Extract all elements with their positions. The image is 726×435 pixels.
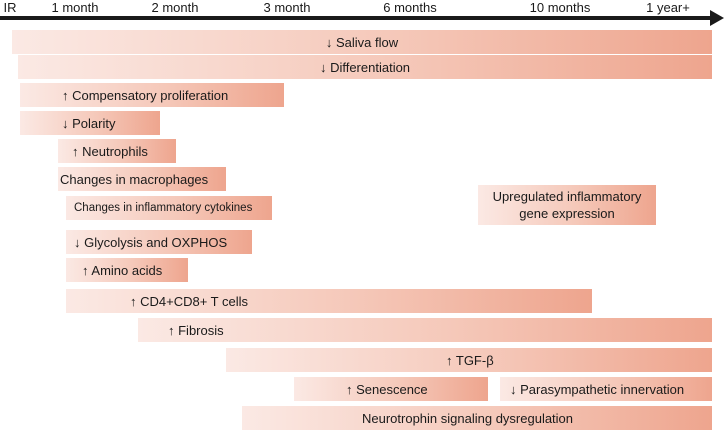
bar-label: Upregulated inflammatory gene expression — [492, 189, 642, 221]
bar-inflammatory-gene-expression: Upregulated inflammatory gene expression — [478, 185, 656, 225]
bar-label: ↓ Glycolysis and OXPHOS — [74, 234, 228, 250]
bar-saliva-flow: ↓ Saliva flow — [12, 30, 712, 54]
bar-fibrosis: ↑ Fibrosis — [138, 318, 712, 342]
tick-1-year-plus: 1 year+ — [646, 0, 690, 15]
bar-label: Changes in macrophages — [60, 171, 209, 187]
tick-3-month: 3 month — [263, 0, 311, 15]
bar-label: ↑ Fibrosis — [168, 322, 224, 338]
timeline-line — [0, 16, 714, 20]
bar-label: ↑ Neutrophils — [72, 143, 148, 159]
timeline-axis: IR 1 month 2 month 3 month 6 months 10 m… — [0, 0, 726, 30]
bar-senescence: ↑ Senescence — [294, 377, 488, 401]
bar-label: Changes in inflammatory cytokines — [74, 202, 253, 214]
bar-amino-acids: ↑ Amino acids — [66, 258, 188, 282]
bar-label: Neurotrophin signaling dysregulation — [362, 410, 574, 426]
bar-tgf-beta: ↑ TGF-β — [226, 348, 712, 372]
tick-2-month: 2 month — [151, 0, 199, 15]
bar-inflammatory-cytokines: Changes in inflammatory cytokines — [66, 196, 272, 220]
bar-cd4-cd8-t-cells: ↑ CD4+CD8+ T cells — [66, 289, 592, 313]
bar-label: ↓ Differentiation — [319, 59, 411, 75]
bar-label: ↓ Polarity — [62, 115, 116, 131]
bar-polarity: ↓ Polarity — [20, 111, 160, 135]
bar-differentiation: ↓ Differentiation — [18, 55, 712, 79]
bar-label: ↓ Parasympathetic innervation — [510, 381, 685, 397]
bar-label: ↑ TGF-β — [446, 352, 494, 368]
timeline-arrowhead — [710, 10, 724, 26]
bar-label: ↑ CD4+CD8+ T cells — [130, 293, 249, 309]
bar-neurotrophin-signaling: Neurotrophin signaling dysregulation — [242, 406, 712, 430]
bar-label: ↓ Saliva flow — [325, 34, 399, 50]
bar-label: ↑ Senescence — [346, 381, 428, 397]
bar-macrophages: Changes in macrophages — [58, 167, 226, 191]
tick-1-month: 1 month — [51, 0, 99, 15]
bar-glycolysis-oxphos: ↓ Glycolysis and OXPHOS — [66, 230, 252, 254]
bar-parasympathetic-innervation: ↓ Parasympathetic innervation — [500, 377, 712, 401]
tick-ir: IR — [3, 0, 17, 15]
bar-compensatory-proliferation: ↑ Compensatory proliferation — [20, 83, 284, 107]
tick-6-months: 6 months — [383, 0, 437, 15]
bar-neutrophils: ↑ Neutrophils — [58, 139, 176, 163]
bar-label: ↑ Compensatory proliferation — [62, 87, 229, 103]
tick-10-months: 10 months — [529, 0, 591, 15]
bar-label: ↑ Amino acids — [82, 262, 163, 278]
